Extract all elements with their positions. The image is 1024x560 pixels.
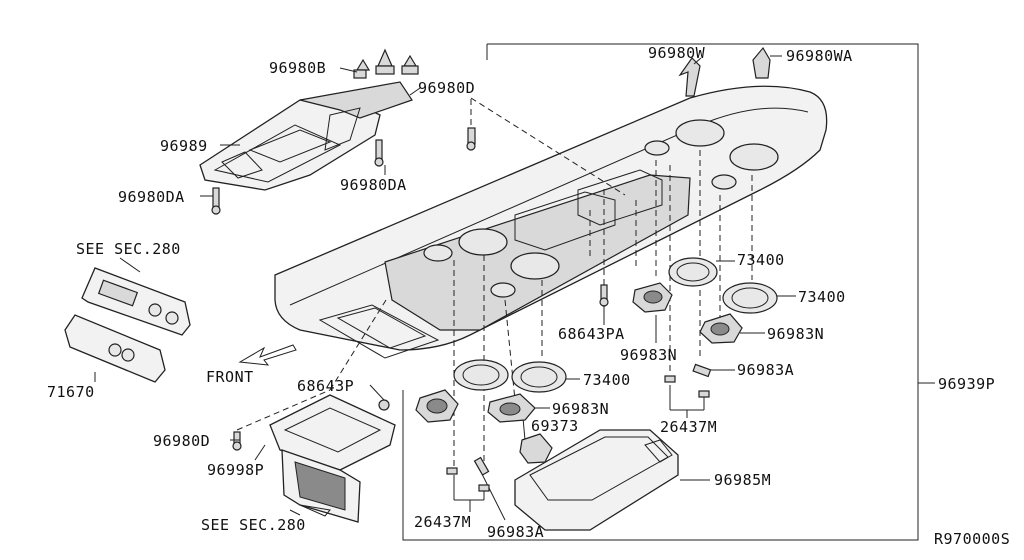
vent-grille[interactable] bbox=[453, 359, 509, 391]
screw[interactable] bbox=[211, 187, 221, 215]
lamp-housing[interactable] bbox=[632, 282, 673, 313]
switch-panel[interactable] bbox=[81, 267, 191, 336]
switch-clip[interactable] bbox=[698, 390, 710, 398]
callout-96983A-b[interactable]: 96983A bbox=[487, 523, 545, 541]
callout-69373[interactable]: 69373 bbox=[531, 417, 579, 435]
callout-68643PA[interactable]: 68643PA bbox=[558, 325, 625, 343]
callout-96983A-a[interactable]: 96983A bbox=[737, 361, 795, 379]
fastener-group bbox=[211, 48, 609, 451]
see-section-reference-top[interactable]: SEE SEC.280 bbox=[76, 240, 181, 258]
callout-73400-a[interactable]: 73400 bbox=[737, 251, 785, 269]
display-unit[interactable] bbox=[269, 394, 396, 523]
callout-96980D-left[interactable]: 96980D bbox=[153, 432, 211, 450]
clip-fastener[interactable] bbox=[375, 48, 395, 75]
callout-96980DA-left[interactable]: 96980DA bbox=[118, 188, 185, 206]
diagram-reference-code: R970000S bbox=[934, 530, 1011, 548]
callout-96980DA-mid[interactable]: 96980DA bbox=[340, 176, 407, 194]
storage-bin[interactable] bbox=[514, 429, 679, 531]
screw[interactable] bbox=[466, 127, 476, 151]
callout-96939P[interactable]: 96939P bbox=[938, 375, 996, 393]
front-arrow bbox=[238, 344, 297, 366]
lamp-housing[interactable] bbox=[415, 389, 459, 423]
callout-96985M[interactable]: 96985M bbox=[714, 471, 772, 489]
leader-lines bbox=[94, 55, 796, 521]
panel-bezel[interactable] bbox=[64, 314, 166, 383]
alignment-dashes bbox=[236, 97, 753, 470]
screw[interactable] bbox=[374, 139, 384, 167]
vent-grille[interactable] bbox=[722, 282, 778, 314]
switch-clip[interactable] bbox=[478, 484, 490, 492]
clip-fastener[interactable] bbox=[353, 58, 371, 79]
bulb[interactable] bbox=[692, 363, 712, 378]
callout-96980W[interactable]: 96980W bbox=[648, 44, 706, 62]
clip-fastener[interactable] bbox=[401, 54, 419, 75]
assembly-boundary bbox=[402, 43, 935, 541]
callout-96989[interactable]: 96989 bbox=[160, 137, 208, 155]
callout-73400-c[interactable]: 73400 bbox=[583, 371, 631, 389]
vent-grille[interactable] bbox=[511, 361, 567, 393]
callout-68643P[interactable]: 68643P bbox=[297, 377, 355, 395]
see-section-reference-bottom[interactable]: SEE SEC.280 bbox=[201, 516, 306, 534]
switch-clip[interactable] bbox=[446, 467, 458, 475]
hook-clip[interactable] bbox=[678, 57, 701, 97]
screw[interactable] bbox=[599, 284, 609, 307]
callout-71670[interactable]: 71670 bbox=[47, 383, 95, 401]
callout-96980B[interactable]: 96980B bbox=[269, 59, 327, 77]
bracket-assembly[interactable] bbox=[199, 81, 413, 191]
lamp-housing[interactable] bbox=[487, 393, 536, 423]
callout-96983N-b[interactable]: 96983N bbox=[620, 346, 678, 364]
callout-96983N-a[interactable]: 96983N bbox=[767, 325, 825, 343]
screw[interactable] bbox=[232, 431, 242, 451]
top-clip[interactable] bbox=[752, 46, 771, 79]
callout-26437M-b[interactable]: 26437M bbox=[414, 513, 472, 531]
switch-clip[interactable] bbox=[664, 375, 676, 383]
front-direction-label: FRONT bbox=[206, 368, 254, 386]
callout-96980WA[interactable]: 96980WA bbox=[786, 47, 853, 65]
bulb[interactable] bbox=[473, 456, 490, 476]
lamp-housing[interactable] bbox=[699, 313, 743, 344]
vent-grille[interactable] bbox=[668, 257, 718, 287]
callout-96998P[interactable]: 96998P bbox=[207, 461, 265, 479]
callout-73400-b[interactable]: 73400 bbox=[798, 288, 846, 306]
overhead-console-body[interactable] bbox=[274, 85, 828, 359]
callout-96983N-c[interactable]: 96983N bbox=[552, 400, 610, 418]
callout-96980D-top[interactable]: 96980D bbox=[418, 79, 476, 97]
callout-26437M-a[interactable]: 26437M bbox=[660, 418, 718, 436]
screw[interactable] bbox=[378, 399, 390, 411]
